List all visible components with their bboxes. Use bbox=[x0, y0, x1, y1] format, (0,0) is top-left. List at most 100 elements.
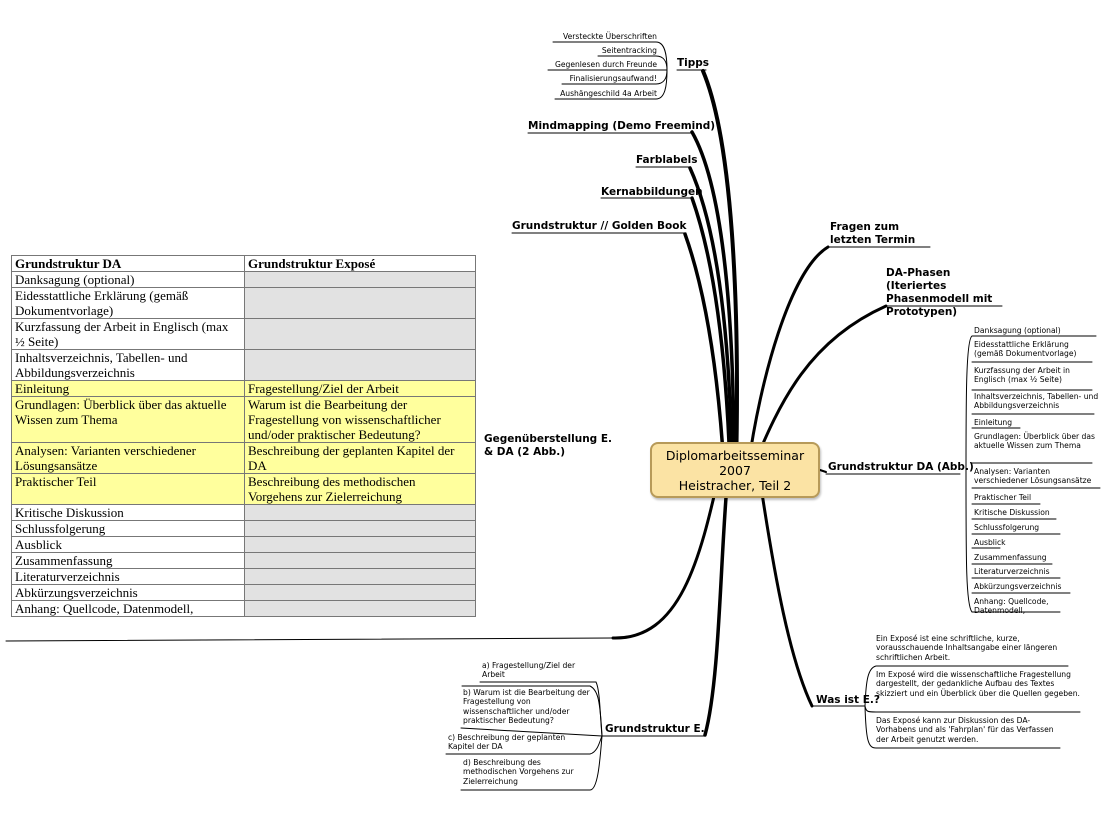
edge-gegenueberstellung bbox=[611, 468, 722, 640]
table-header: Grundstruktur DA bbox=[11, 255, 245, 272]
table-row: Abkürzungsverzeichnis bbox=[11, 584, 476, 601]
table-row: Schlussfolgerung bbox=[11, 520, 476, 537]
tipps-item[interactable]: Gegenlesen durch Freunde bbox=[554, 60, 657, 69]
table-cell: Eidesstattliche Erklärung (gemäß Dokumen… bbox=[11, 287, 245, 319]
edge-mindmapping bbox=[690, 130, 736, 470]
table-cell bbox=[244, 287, 476, 319]
node-grundstruktur-da-abb[interactable]: Grundstruktur DA (Abb.) bbox=[828, 461, 974, 473]
table-cell: Analysen: Varianten verschiedener Lösung… bbox=[11, 442, 245, 474]
table-cell: Kurzfassung der Arbeit in Englisch (max … bbox=[11, 318, 245, 350]
table-cell bbox=[244, 504, 476, 521]
table-cell bbox=[244, 318, 476, 350]
table-cell: Danksagung (optional) bbox=[11, 271, 245, 288]
tipps-item[interactable]: Aushängeschild 4a Arbeit bbox=[560, 89, 657, 98]
table-row: Grundlagen: Überblick über das aktuelle … bbox=[11, 396, 476, 443]
edge-golden-book bbox=[683, 232, 726, 470]
node-grundstruktur-e[interactable]: Grundstruktur E. bbox=[605, 723, 705, 735]
table-row: Kritische Diskussion bbox=[11, 504, 476, 521]
central-node-line-1: Diplomarbeitsseminar bbox=[665, 447, 805, 463]
table-cell: Literaturverzeichnis bbox=[11, 568, 245, 585]
grundstruktur-e-item[interactable]: b) Warum ist die Bearbeitung der Fragest… bbox=[463, 688, 590, 726]
central-node-line-2: 2007 bbox=[719, 462, 751, 478]
da-item[interactable]: Inhaltsverzeichnis, Tabellen- und Abbild… bbox=[974, 392, 1099, 411]
table-cell bbox=[244, 600, 476, 617]
table-cell: Abkürzungsverzeichnis bbox=[11, 584, 245, 601]
node-was-ist[interactable]: Was ist E.? bbox=[816, 694, 880, 706]
edge-grundstruktur-e bbox=[703, 470, 730, 737]
table-cell: Schlussfolgerung bbox=[11, 520, 245, 537]
table-row: Ausblick bbox=[11, 536, 476, 553]
da-item[interactable]: Einleitung bbox=[974, 418, 1013, 427]
table-cell: Beschreibung des methodischen Vorgehens … bbox=[244, 473, 476, 505]
table-cell: Praktischer Teil bbox=[11, 473, 245, 505]
table-row: Anhang: Quellcode, Datenmodell, bbox=[11, 600, 476, 617]
table-cell: Kritische Diskussion bbox=[11, 504, 245, 521]
edge-fragen bbox=[746, 245, 830, 470]
da-item[interactable]: Anhang: Quellcode, Datenmodell, bbox=[974, 597, 1049, 616]
table-cell bbox=[244, 552, 476, 569]
was-ist-item[interactable]: Im Exposé wird die wissenschaftliche Fra… bbox=[876, 670, 1080, 698]
da-item[interactable]: Kritische Diskussion bbox=[974, 508, 1050, 517]
table-cell bbox=[244, 536, 476, 553]
table-row: Analysen: Varianten verschiedener Lösung… bbox=[11, 442, 476, 474]
table-cell bbox=[244, 568, 476, 585]
table-row: Kurzfassung der Arbeit in Englisch (max … bbox=[11, 318, 476, 350]
da-item[interactable]: Grundlagen: Überblick über das aktuelle … bbox=[974, 432, 1095, 451]
node-mindmapping[interactable]: Mindmapping (Demo Freemind) bbox=[528, 120, 716, 132]
table-cell: Einleitung bbox=[11, 380, 245, 397]
edge-kernabbildungen bbox=[690, 196, 732, 470]
edge-was-ist bbox=[758, 478, 814, 708]
table-header-row: Grundstruktur DA Grundstruktur Exposé bbox=[11, 255, 476, 272]
table-cell: Beschreibung der geplanten Kapitel der D… bbox=[244, 442, 476, 474]
da-item[interactable]: Zusammenfassung bbox=[974, 553, 1047, 562]
table-cell: Fragestellung/Ziel der Arbeit bbox=[244, 380, 476, 397]
table-cell bbox=[244, 349, 476, 381]
grundstruktur-e-item[interactable]: c) Beschreibung der geplanten Kapitel de… bbox=[448, 733, 566, 752]
node-gegenueberstellung[interactable]: Gegenüberstellung E. & DA (2 Abb.) bbox=[484, 433, 613, 458]
table-cell: Grundlagen: Überblick über das aktuelle … bbox=[11, 396, 245, 443]
tipps-item[interactable]: Seitentracking bbox=[601, 46, 657, 55]
table-cell: Warum ist die Bearbeitung der Fragestell… bbox=[244, 396, 476, 443]
da-item[interactable]: Praktischer Teil bbox=[974, 493, 1032, 502]
table-cell bbox=[244, 520, 476, 537]
node-golden-book[interactable]: Grundstruktur // Golden Book bbox=[512, 220, 687, 232]
edge-farblabels bbox=[688, 166, 734, 470]
da-item[interactable]: Eidesstattliche Erklärung (gemäß Dokumen… bbox=[974, 340, 1077, 359]
was-ist-item[interactable]: Das Exposé kann zur Diskussion des DA-Vo… bbox=[876, 716, 1054, 744]
table-cell: Anhang: Quellcode, Datenmodell, bbox=[11, 600, 245, 617]
da-item[interactable]: Kurzfassung der Arbeit in Englisch (max … bbox=[974, 366, 1070, 385]
da-item[interactable]: Literaturverzeichnis bbox=[974, 567, 1050, 576]
da-item[interactable]: Ausblick bbox=[974, 538, 1006, 547]
node-farblabels[interactable]: Farblabels bbox=[636, 154, 698, 166]
tipps-item[interactable]: Versteckte Überschriften bbox=[563, 32, 657, 41]
grundstruktur-e-item[interactable]: d) Beschreibung des methodischen Vorgehe… bbox=[463, 758, 574, 786]
da-item[interactable]: Danksagung (optional) bbox=[974, 326, 1061, 335]
table-row: Danksagung (optional) bbox=[11, 271, 476, 288]
table-header: Grundstruktur Exposé bbox=[244, 255, 476, 272]
tipps-item[interactable]: Finalisierungsaufwand! bbox=[569, 74, 657, 83]
da-item[interactable]: Schlussfolgerung bbox=[974, 523, 1040, 532]
table-row: Zusammenfassung bbox=[11, 552, 476, 569]
comparison-table: Grundstruktur DA Grundstruktur Exposé Da… bbox=[11, 255, 476, 617]
da-item[interactable]: Analysen: Varianten verschiedener Lösung… bbox=[974, 467, 1092, 486]
table-row: Inhaltsverzeichnis, Tabellen- und Abbild… bbox=[11, 349, 476, 381]
edge-grundstruktur-da-abb bbox=[819, 469, 827, 473]
table-row: Literaturverzeichnis bbox=[11, 568, 476, 585]
grundstruktur-e-item[interactable]: a) Fragestellung/Ziel der Arbeit bbox=[482, 661, 576, 680]
table-cell bbox=[244, 271, 476, 288]
table-cell: Zusammenfassung bbox=[11, 552, 245, 569]
node-kernabbildungen[interactable]: Kernabbildungen bbox=[601, 186, 703, 198]
central-node-line-3: Heistracher, Teil 2 bbox=[678, 477, 792, 493]
central-node[interactable]: Diplomarbeitsseminar 2007 Heistracher, T… bbox=[650, 442, 820, 498]
node-tipps[interactable]: Tipps bbox=[677, 57, 710, 69]
da-item[interactable]: Abkürzungsverzeichnis bbox=[974, 582, 1062, 591]
table-row: Eidesstattliche Erklärung (gemäß Dokumen… bbox=[11, 287, 476, 319]
node-da-phasen[interactable]: DA-Phasen (Iteriertes Phasenmodell mit P… bbox=[886, 267, 993, 318]
was-ist-item[interactable]: Ein Exposé ist eine schriftliche, kurze,… bbox=[876, 634, 1058, 662]
node-fragen[interactable]: Fragen zum letzten Termin bbox=[830, 221, 916, 246]
table-cell: Ausblick bbox=[11, 536, 245, 553]
table-cell bbox=[244, 584, 476, 601]
